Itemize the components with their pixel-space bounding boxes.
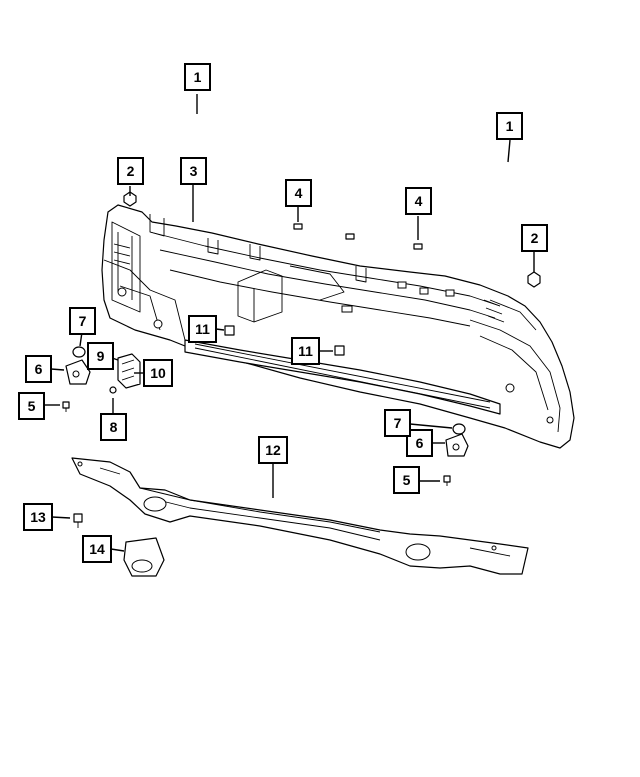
callout-14: 14 xyxy=(82,535,112,563)
callout-3: 3 xyxy=(180,157,207,185)
grommet-part-7-left xyxy=(72,346,86,358)
bracket-part-6-right xyxy=(445,433,469,457)
callout-11-left: 11 xyxy=(188,315,217,343)
callout-6-left: 6 xyxy=(25,355,52,383)
callout-7-right: 7 xyxy=(384,409,411,437)
callout-4-right: 4 xyxy=(405,187,432,215)
callout-8: 8 xyxy=(100,413,127,441)
callout-9: 9 xyxy=(87,342,114,370)
callout-10: 10 xyxy=(143,359,173,387)
callout-label: 2 xyxy=(531,230,539,246)
bracket-part-6-left xyxy=(65,359,91,385)
nut-part-11-left xyxy=(224,325,235,336)
callout-label: 7 xyxy=(394,415,402,431)
nut-part-11-right xyxy=(334,345,345,356)
callout-2-right: 2 xyxy=(521,224,548,252)
screw-part-5-left xyxy=(62,401,70,412)
rivet-part-8 xyxy=(109,386,117,394)
callout-label: 14 xyxy=(89,541,105,557)
callout-1-top: 1 xyxy=(184,63,211,91)
bumper-part-14 xyxy=(123,537,165,577)
callout-label: 11 xyxy=(298,343,313,359)
callout-label: 11 xyxy=(195,321,210,337)
bolt-part-13 xyxy=(73,513,83,528)
callout-label: 9 xyxy=(97,348,105,364)
clip-part-4-right xyxy=(413,243,423,250)
lower-crossmember xyxy=(71,457,529,575)
grommet-part-7-right xyxy=(452,423,466,435)
callout-label: 2 xyxy=(127,163,135,179)
callout-label: 6 xyxy=(35,361,43,377)
screw-part-5-right xyxy=(443,475,451,486)
nut-part-2-right xyxy=(527,271,541,288)
callout-label: 6 xyxy=(416,435,424,451)
callout-label: 13 xyxy=(30,509,46,525)
leader-lines xyxy=(44,94,535,552)
callout-12: 12 xyxy=(258,436,288,464)
sensor-bracket-part-10 xyxy=(117,353,141,389)
callout-6-right: 6 xyxy=(406,429,433,457)
callout-label: 5 xyxy=(403,472,411,488)
callout-label: 4 xyxy=(415,193,423,209)
callout-11-right: 11 xyxy=(291,337,320,365)
callout-2-left: 2 xyxy=(117,157,144,185)
callout-13: 13 xyxy=(23,503,53,531)
callout-4-left: 4 xyxy=(285,179,312,207)
callout-label: 8 xyxy=(110,419,118,435)
callout-label: 3 xyxy=(190,163,198,179)
callout-5-left: 5 xyxy=(18,392,45,420)
callout-label: 12 xyxy=(265,442,281,458)
callout-label: 5 xyxy=(28,398,36,414)
callout-label: 7 xyxy=(79,313,87,329)
callout-label: 4 xyxy=(295,185,303,201)
callout-label: 1 xyxy=(506,118,514,134)
callout-7-left: 7 xyxy=(69,307,96,335)
clip-part-4-left xyxy=(293,223,355,240)
callout-label: 10 xyxy=(150,365,166,381)
callout-label: 1 xyxy=(194,69,202,85)
callout-5-right: 5 xyxy=(393,466,420,494)
radiator-support-frame xyxy=(101,204,575,449)
callout-1-right: 1 xyxy=(496,112,523,140)
